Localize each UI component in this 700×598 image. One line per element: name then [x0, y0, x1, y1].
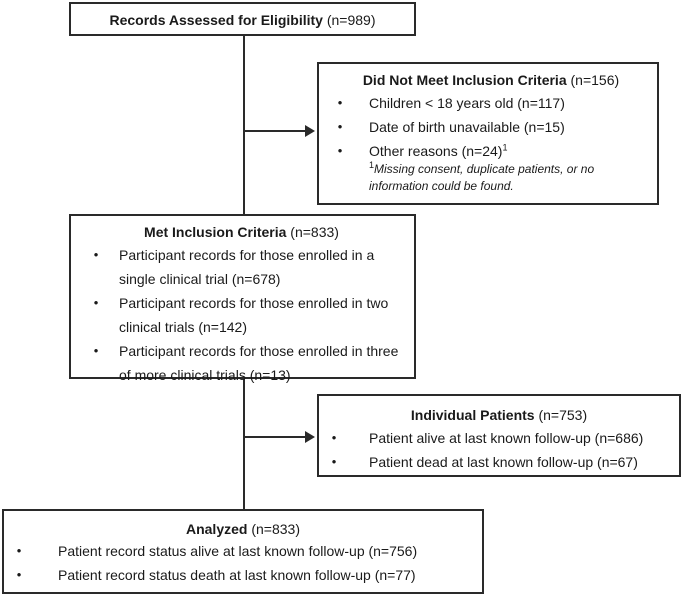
included-list: •Participant records for those enrolled … [79, 243, 404, 387]
individual-list: •Patient alive at last known follow-up (… [325, 426, 673, 474]
analyzed-title: Analyzed (n=833) [185, 521, 300, 537]
individual-item: •Patient alive at last known follow-up (… [331, 430, 644, 446]
included-item: •Participant records for those enrolled … [93, 247, 375, 287]
assessed-box: Records Assessed for Eligibility (n=989) [69, 2, 416, 36]
analyzed-item: •Patient record status death at last kno… [16, 567, 416, 583]
arrow-to-excluded [305, 125, 315, 137]
included-item: •Participant records for those enrolled … [93, 343, 399, 383]
included-item: •Participant records for those enrolled … [93, 295, 389, 335]
excluded-box: Did Not Meet Inclusion Criteria (n=156) … [317, 62, 659, 205]
excluded-item: •Date of birth unavailable (n=15) [337, 119, 565, 135]
excluded-title: Did Not Meet Inclusion Criteria (n=156) [362, 72, 620, 88]
excluded-item: •Children < 18 years old (n=117) [337, 95, 565, 111]
analyzed-box: Analyzed (n=833) •Patient record status … [2, 509, 484, 594]
individual-item: •Patient dead at last known follow-up (n… [331, 454, 638, 470]
main-flow-line-bottom [243, 378, 245, 510]
individual-title: Individual Patients (n=753) [410, 407, 588, 423]
branch-line-excluded [243, 130, 305, 132]
main-flow-line-top [243, 34, 245, 215]
analyzed-list: •Patient record status alive at last kno… [8, 539, 478, 587]
assessed-title: Records Assessed for Eligibility (n=989) [109, 12, 376, 28]
individual-box: Individual Patients (n=753) •Patient ali… [317, 394, 681, 477]
excluded-list: •Children < 18 years old (n=117) •Date o… [333, 91, 649, 163]
excluded-item: •Other reasons (n=24)1 [337, 142, 508, 159]
included-title: Met Inclusion Criteria (n=833) [144, 224, 339, 240]
arrow-to-individual [305, 431, 315, 443]
branch-line-individual [243, 436, 305, 438]
excluded-footnote: 1Missing consent, duplicate patients, or… [369, 160, 595, 194]
included-box: Met Inclusion Criteria (n=833) •Particip… [69, 214, 416, 383]
analyzed-item: •Patient record status alive at last kno… [16, 543, 418, 559]
